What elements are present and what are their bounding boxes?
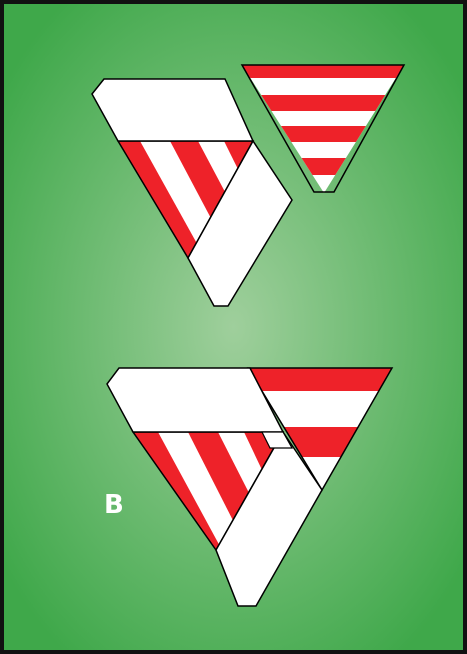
puzzle-label: B [104,490,124,520]
white-bar-top [92,79,253,141]
